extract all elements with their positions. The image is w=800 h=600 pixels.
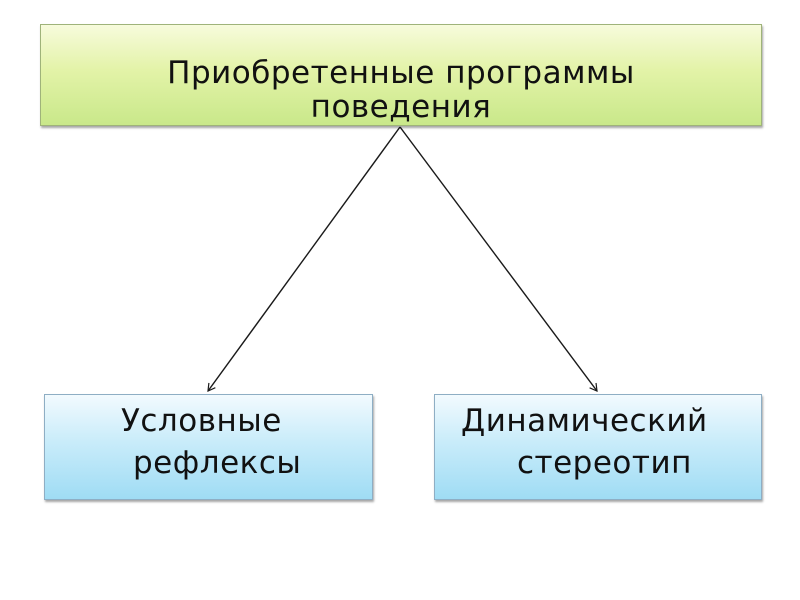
conditioned-reflexes-line1: Условные xyxy=(121,403,282,439)
conditioned-reflexes-box: Условные рефлексы xyxy=(44,394,373,500)
dynamic-stereotype-line1: Динамический xyxy=(461,403,708,439)
conditioned-reflexes-line2: рефлексы xyxy=(133,445,302,481)
dynamic-stereotype-box: Динамический стереотип xyxy=(434,394,762,500)
acquired-programs-line2: поведения xyxy=(310,89,492,125)
dynamic-stereotype-line2: стереотип xyxy=(517,445,692,481)
arrow-to-left-box xyxy=(207,126,401,392)
acquired-programs-line1: Приобретенные программы xyxy=(167,55,635,91)
acquired-programs-box: Приобретенные программы поведения xyxy=(40,24,762,126)
arrow-to-right-box xyxy=(399,126,598,392)
